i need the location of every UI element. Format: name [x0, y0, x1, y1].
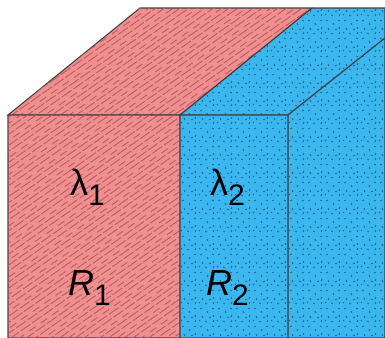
layer-1-slab — [6, 7, 314, 338]
layer-1-conductivity-label: λ1 — [70, 162, 105, 212]
layer-2-conductivity-label: λ2 — [210, 162, 245, 212]
layer-2-resistance-label: R2 — [206, 262, 249, 312]
layer-2-slab — [178, 7, 385, 338]
layer-1-resistance-label: R1 — [68, 262, 111, 312]
